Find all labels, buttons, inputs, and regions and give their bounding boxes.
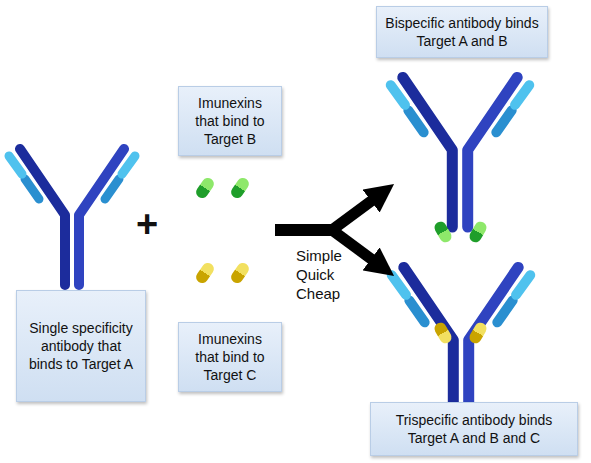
- plus-sign: +: [136, 204, 166, 244]
- box-text: Imunexins that bind to Target C: [185, 330, 275, 384]
- box-text: Bispecific antibody binds Target A and B: [383, 14, 541, 50]
- text-box: Imunexins that bind to Target C: [178, 322, 282, 392]
- attached-imunexin-b: [467, 219, 488, 244]
- box-text: Trispecific antibody binds Target A and …: [377, 411, 571, 447]
- box-text: Single specificity antibody that binds t…: [23, 319, 139, 373]
- imunexin-b: [194, 176, 216, 201]
- text-box: Trispecific antibody binds Target A and …: [370, 402, 578, 456]
- bispecific-antibody: [391, 77, 530, 227]
- antibody-a: [9, 149, 135, 285]
- trispecific-antibody: [392, 267, 531, 417]
- attached-imunexin-c: [432, 320, 453, 345]
- imunexin-b: [229, 176, 251, 201]
- text-box: Bispecific antibody binds Target A and B: [376, 6, 548, 58]
- text-box: Imunexins that bind to Target B: [178, 86, 282, 156]
- imunexin-c: [194, 261, 216, 286]
- attached-imunexin-b: [432, 219, 453, 244]
- box-text: Imunexins that bind to Target B: [185, 94, 275, 148]
- arrow-note: Simple Quick Cheap: [296, 246, 348, 303]
- text-box: Single specificity antibody that binds t…: [16, 290, 146, 402]
- imunexin-c: [229, 261, 251, 286]
- attached-imunexin-c: [467, 320, 488, 345]
